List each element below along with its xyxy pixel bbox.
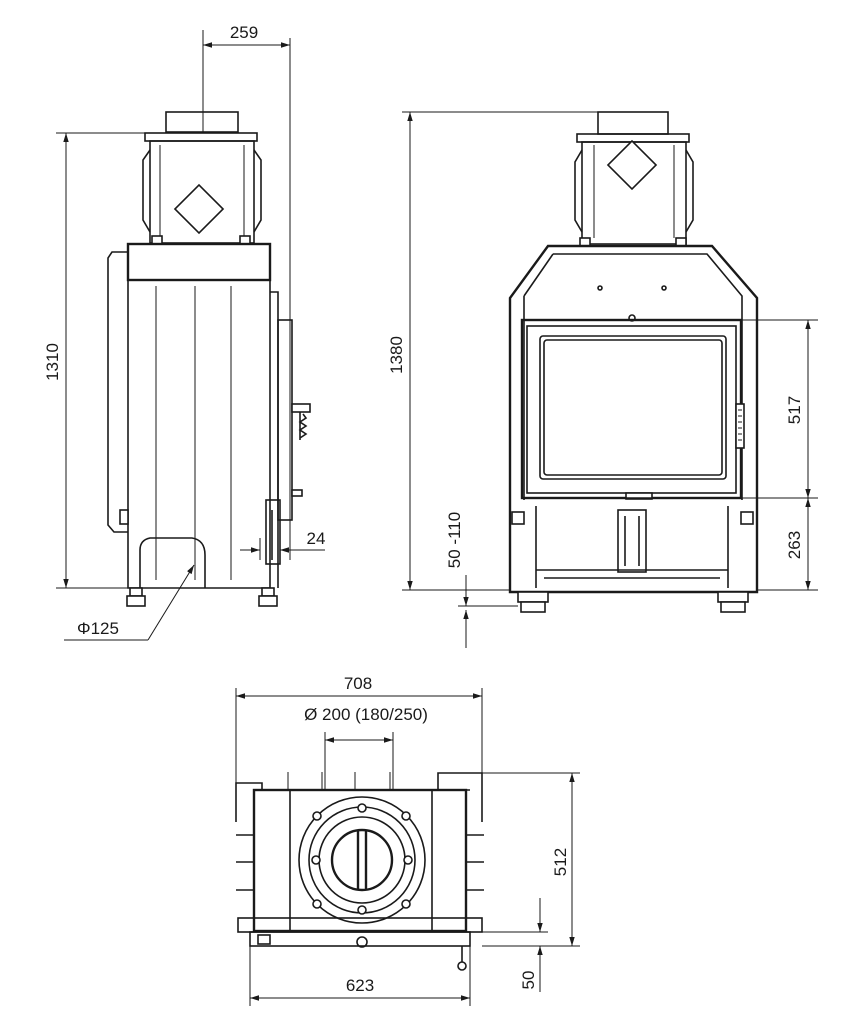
front-door-frame xyxy=(520,318,743,500)
dim-24-label: 24 xyxy=(307,529,326,548)
plan-flue-inner xyxy=(330,828,394,892)
dim-d125-label: Φ125 xyxy=(77,619,119,638)
dim-1380-label: 1380 xyxy=(387,336,406,374)
dim-50-label: 50 xyxy=(519,971,538,990)
side-handle xyxy=(291,403,311,413)
front-diamond-icon xyxy=(606,139,658,191)
front-glass xyxy=(539,335,727,480)
front-air-control xyxy=(617,509,647,573)
plan-flue-outer xyxy=(298,796,426,924)
dim-708-label: 708 xyxy=(344,674,372,693)
front-view: 1380 517 263 50 -110 xyxy=(387,111,818,648)
side-view: 259 1310 24 Φ125 xyxy=(43,23,326,641)
dim-50-110-label: 50 -110 xyxy=(445,512,464,568)
front-handle xyxy=(735,403,745,449)
dim-517-label: 517 xyxy=(785,396,804,424)
dim-263-label: 263 xyxy=(785,531,804,559)
dim-1310-label: 1310 xyxy=(43,343,62,381)
side-flue-collar xyxy=(165,111,239,133)
dim-259-label: 259 xyxy=(230,23,258,42)
plan-view: 708 Ø 200 (180/250) 512 50 623 xyxy=(235,674,580,1006)
side-air-inlet xyxy=(139,537,206,588)
side-diamond-icon xyxy=(173,183,225,235)
side-top-cover xyxy=(126,242,272,282)
dim-623-label: 623 xyxy=(346,976,374,995)
plan-body xyxy=(252,788,468,933)
dim-512-label: 512 xyxy=(551,848,570,876)
side-top-plate xyxy=(144,132,258,142)
front-body xyxy=(508,244,759,594)
side-door xyxy=(277,319,293,521)
dim-d200-label: Ø 200 (180/250) xyxy=(304,705,428,724)
